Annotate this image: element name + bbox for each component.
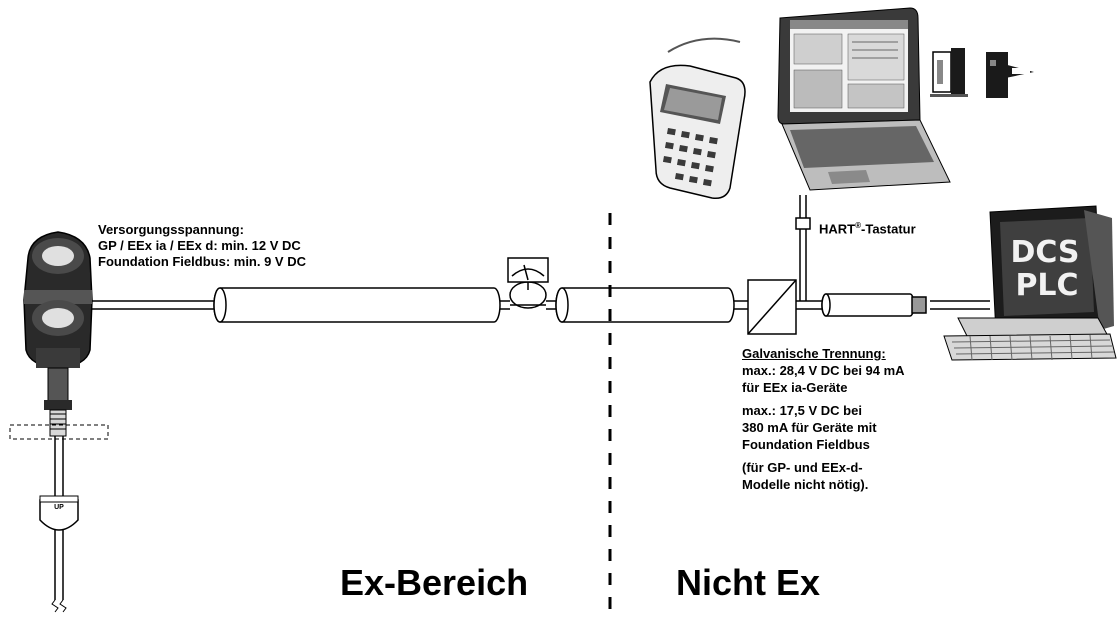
sensor-pictogram	[986, 52, 1034, 98]
hart-connection	[796, 195, 810, 301]
hart-label-suffix: -Tastatur	[861, 221, 916, 236]
cable-conduit-3	[822, 294, 926, 316]
supply-voltage-block: Versorgungsspannung: GP / EEx ia / EEx d…	[98, 222, 306, 270]
supply-voltage-heading: Versorgungsspannung:	[98, 222, 306, 238]
isolation-line-5: Foundation Fieldbus	[742, 436, 905, 453]
level-transmitter	[10, 232, 108, 612]
isolation-line-6: (für GP- und EEx-d-	[742, 459, 905, 476]
isolation-line-3: max.: 17,5 V DC bei	[742, 402, 905, 419]
galvanic-isolation-heading: Galvanische Trennung:	[742, 345, 905, 362]
float-label: UP	[54, 504, 64, 511]
isolation-barrier	[748, 280, 796, 334]
isolation-line-4: 380 mA für Geräte mit	[742, 419, 905, 436]
field-device-pictogram	[930, 48, 968, 97]
hart-label: HART®-Tastatur	[819, 218, 916, 237]
isolation-line-1: max.: 28,4 V DC bei 94 mA	[742, 362, 905, 379]
isolation-line-2: für EEx ia-Geräte	[742, 379, 905, 396]
supply-voltage-line-2: Foundation Fieldbus: min. 9 V DC	[98, 254, 306, 270]
galvanic-isolation-block: Galvanische Trennung: max.: 28,4 V DC be…	[742, 345, 905, 493]
ex-area-label: Ex-Bereich	[340, 563, 528, 603]
laptop-computer	[778, 8, 950, 190]
non-ex-area-label: Nicht Ex	[676, 563, 820, 603]
monitor-label-plc: PLC	[1015, 268, 1078, 303]
hart-label-name: HART	[819, 221, 855, 236]
supply-voltage-line-1: GP / EEx ia / EEx d: min. 12 V DC	[98, 238, 306, 254]
current-meter	[508, 258, 548, 308]
cable-conduit-2	[556, 288, 734, 322]
monitor-label-dcs: DCS	[1010, 235, 1079, 270]
handheld-communicator	[650, 39, 745, 199]
isolation-line-7: Modelle nicht nötig).	[742, 476, 905, 493]
cable-conduit-1	[214, 288, 500, 322]
